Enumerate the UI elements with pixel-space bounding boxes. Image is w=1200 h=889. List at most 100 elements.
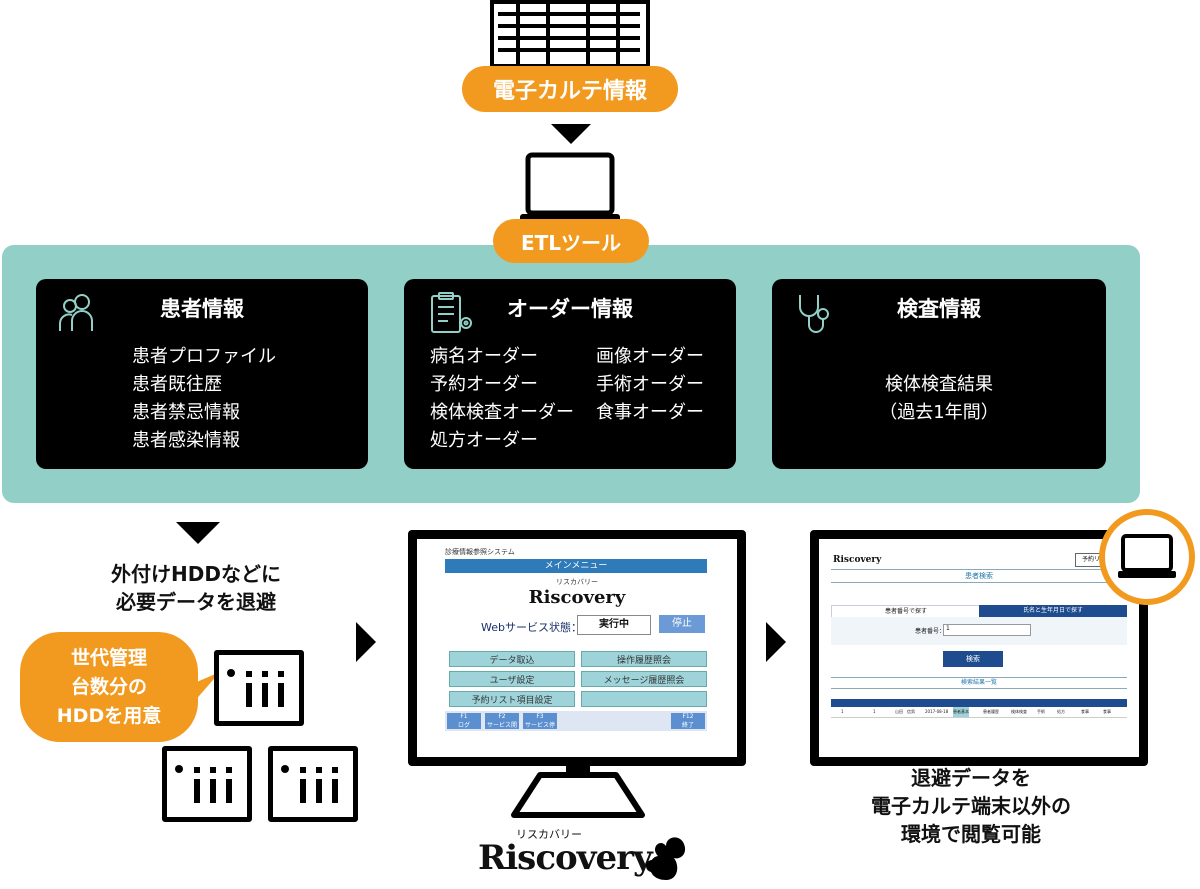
list-item: 手術オーダー [596, 374, 704, 395]
right-arrow-icon [356, 622, 376, 662]
caption-line: 電子カルテ端末以外の [871, 794, 1071, 818]
row-patient-id: 1 [873, 709, 876, 714]
system-name: 診療情報参照システム [445, 548, 515, 556]
list-item: （過去1年間） [879, 402, 999, 423]
bubble-line: 世代管理 [70, 647, 147, 669]
order-list-col1: 病名オーダー 予約オーダー 検体検査オーダー 処方オーダー [430, 343, 574, 455]
list-item: 病名オーダー [430, 346, 538, 367]
fkey-service-stop[interactable]: F3 サービス停止 [523, 713, 557, 738]
fkey-number: F12 [682, 713, 694, 720]
list-item: 患者プロファイル [132, 346, 276, 367]
row-meal: 食事 [1081, 709, 1089, 714]
row-surgery: 手術 [1037, 709, 1045, 714]
fkey-service-start[interactable]: F2 サービス開始 [485, 713, 519, 738]
stop-button[interactable]: 停止 [659, 615, 705, 633]
row-lab-test: 検体検査 [1011, 709, 1027, 714]
row-patient-basic-button[interactable]: 患者基本 [953, 707, 969, 717]
results-table-row[interactable]: 1 1 山田 信男 2017-08-18 患者基本 患者履歴 検体検査 手術 処… [831, 707, 1127, 718]
squirrel-icon [640, 830, 688, 884]
user-settings-button[interactable]: ユーザ設定 [449, 671, 575, 687]
brand-kana: リスカバリー [516, 828, 582, 841]
laptop-icon [518, 152, 622, 228]
row-birthdate: 2017-08-18 [925, 709, 949, 714]
logo-text: Riscovery [528, 587, 626, 608]
caption-line: 退避データを [911, 766, 1031, 790]
down-arrow-icon [176, 522, 220, 544]
search-button[interactable]: 検索 [943, 651, 1003, 667]
order-info-title: オーダー情報 [507, 297, 633, 321]
hdd-icon [214, 650, 304, 726]
brand-name: Riscovery [478, 838, 653, 878]
caption-line: 環境で閲覧可能 [901, 822, 1041, 846]
row-history: 患者履歴 [983, 709, 999, 714]
patient-number-label: 患者番号： [915, 628, 946, 635]
caption-line: 外付けHDDなどに [111, 562, 281, 586]
order-list-col2: 画像オーダー 手術オーダー 食事オーダー [596, 343, 704, 427]
results-heading-text: 検索結果一覧 [960, 679, 997, 686]
message-history-button[interactable]: メッセージ履歴照会 [581, 671, 707, 687]
exam-info-list: 検体検査結果 （過去1年間） [772, 371, 1106, 427]
patient-number-field[interactable]: 1 [943, 624, 1031, 636]
fkey-label: ログ [457, 722, 470, 729]
viewer-monitor: Riscovery 予約リスト 患者検索 患者番号で探す 氏名と生年月日で探す … [810, 530, 1148, 766]
tab-name-birthdate[interactable]: 氏名と生年月日で探す [979, 605, 1127, 617]
stethoscope-icon [794, 291, 838, 337]
bubble-line: HDDを用意 [56, 705, 162, 727]
list-item: 食事オーダー [596, 402, 704, 423]
etl-tool-pill: ETLツール [493, 219, 649, 263]
empty-menu-button[interactable] [581, 691, 707, 707]
list-item: 患者禁忌情報 [132, 402, 240, 423]
list-item: 検体検査結果 [885, 374, 993, 395]
data-import-button[interactable]: データ取込 [449, 651, 575, 667]
emr-info-pill: 電子カルテ情報 [462, 66, 678, 112]
screen-logo: リスカバリー Riscovery [417, 577, 737, 608]
fkey-log[interactable]: F1 ログ [447, 713, 481, 729]
web-service-status-value: 実行中 [577, 615, 651, 635]
fkey-number: F3 [536, 713, 544, 720]
list-item: 画像オーダー [596, 346, 704, 367]
web-service-status-label: Webサービス状態： [481, 621, 582, 634]
results-table-header [831, 699, 1127, 707]
menu-title: メインメニュー [544, 561, 608, 571]
riscovery-brand: リスカバリー Riscovery [470, 826, 690, 888]
viewer-logo: Riscovery [833, 555, 882, 565]
laptop-badge-icon [1098, 508, 1196, 606]
fkey-label: 終了 [681, 722, 694, 729]
hdd-icon [268, 746, 358, 822]
riscovery-monitor: 診療情報参照システム メインメニュー リスカバリー Riscovery Webサ… [408, 530, 746, 766]
order-info-card: オーダー情報 病名オーダー 予約オーダー 検体検査オーダー 処方オーダー 画像オ… [404, 279, 736, 469]
patient-info-title: 患者情報 [160, 297, 244, 321]
results-heading: 検索結果一覧 [831, 677, 1127, 689]
exam-info-title: 検査情報 [897, 297, 981, 321]
down-arrow-icon [551, 124, 591, 144]
server-icon [490, 0, 650, 68]
list-item: 予約オーダー [430, 374, 538, 395]
hdd-icon [162, 746, 252, 822]
list-item: 検体検査オーダー [430, 402, 574, 423]
list-item: 患者感染情報 [132, 430, 240, 451]
caption-line: 必要データを退避 [116, 590, 276, 614]
viewer-caption: 退避データを 電子カルテ端末以外の 環境で閲覧可能 [826, 764, 1116, 848]
fkey-exit[interactable]: F12 終了 [671, 713, 705, 729]
menu-title-bar: メインメニュー [445, 559, 707, 573]
exam-info-card: 検査情報 検体検査結果 （過去1年間） [772, 279, 1106, 469]
reservation-list-button[interactable]: 予約リスト項目設定 [449, 691, 575, 707]
row-name: 山田 信男 [895, 709, 915, 714]
fkey-number: F2 [498, 713, 506, 720]
operation-history-button[interactable]: 操作履歴照会 [581, 651, 707, 667]
fkey-label: サービス停止 [524, 722, 555, 738]
people-icon [56, 291, 100, 335]
patient-info-card: 患者情報 患者プロファイル 患者既往歴 患者禁忌情報 患者感染情報 [36, 279, 368, 469]
patient-info-list: 患者プロファイル 患者既往歴 患者禁忌情報 患者感染情報 [132, 343, 276, 455]
list-item: 患者既往歴 [132, 374, 222, 395]
fkey-number: F1 [460, 713, 468, 720]
list-item: 処方オーダー [430, 430, 538, 451]
etl-tool-label: ETLツール [520, 230, 622, 255]
bubble-line: 台数分の [70, 676, 147, 698]
viewer-heading: 患者検索 [831, 569, 1127, 583]
fkey-label: サービス開始 [486, 722, 517, 738]
speech-bubble: 世代管理 台数分の HDDを用意 [20, 632, 220, 744]
emr-info-label: 電子カルテ情報 [492, 79, 647, 104]
clipboard-icon [428, 291, 474, 335]
row-no: 1 [841, 709, 844, 714]
